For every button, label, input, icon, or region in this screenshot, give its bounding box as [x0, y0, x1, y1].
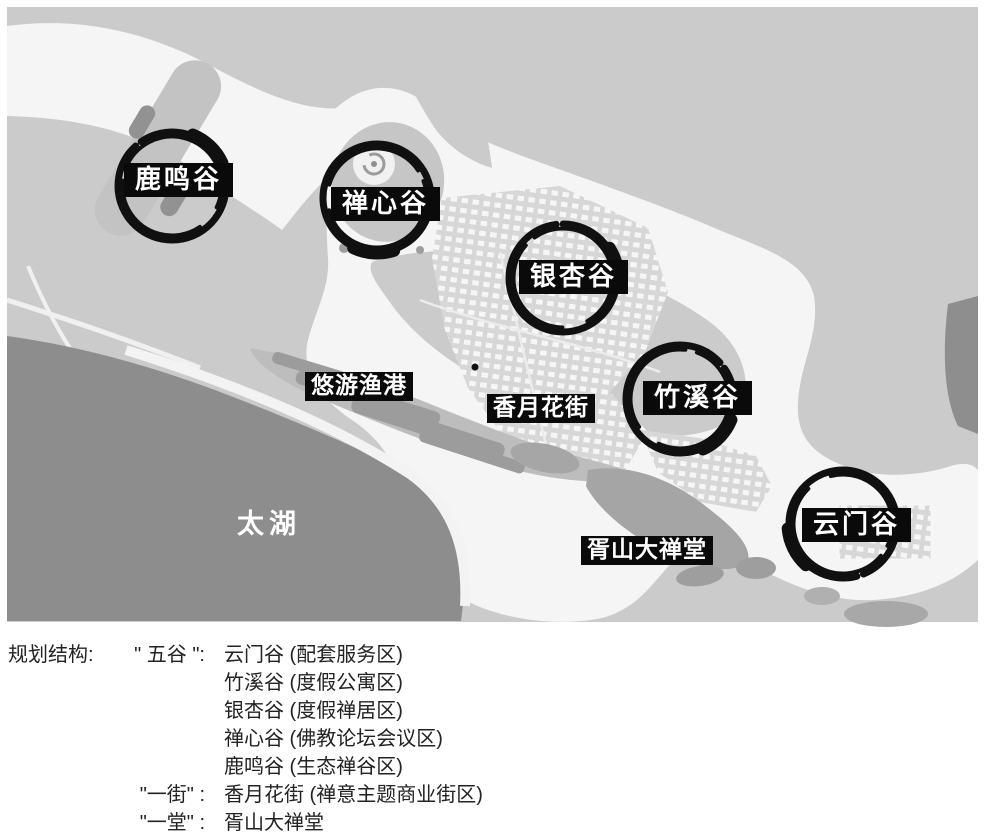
legend-item-yinxing: 银杏谷 (度假禅居区): [224, 700, 403, 722]
legend-item-street: 香月花街 (禅意主题商业街区): [224, 784, 483, 806]
legend-row: "一堂" : 胥山大禅堂: [8, 809, 968, 837]
spacer: [105, 725, 205, 753]
legend-row: 规划结构: " 五谷 ": 云门谷 (配套服务区): [8, 641, 968, 669]
legend-row: 禅心谷 (佛教论坛会议区): [8, 725, 968, 753]
legend-item-luming: 鹿鸣谷 (生态禅谷区): [224, 756, 403, 778]
legend: 规划结构: " 五谷 ": 云门谷 (配套服务区) 竹溪谷 (度假公寓区) 银杏…: [8, 641, 968, 837]
spacer: [8, 725, 105, 753]
poi-label-hall: 胥山大禅堂: [581, 536, 713, 565]
legend-item-chanxin: 禅心谷 (佛教论坛会议区): [224, 728, 443, 750]
valley-label-yinxing: 银杏谷: [519, 260, 629, 294]
valley-label-chanxin: 禅心谷: [331, 187, 441, 221]
spacer: [105, 669, 205, 697]
spacer: [105, 697, 205, 725]
spacer: [8, 697, 105, 725]
valley-label-zhuxi: 竹溪谷: [643, 381, 753, 415]
legend-row: "一街" : 香月花街 (禅意主题商业街区): [8, 781, 968, 809]
legend-row: 鹿鸣谷 (生态禅谷区): [8, 753, 968, 781]
legend-row: 银杏谷 (度假禅居区): [8, 697, 968, 725]
legend-item-yunmen: 云门谷 (配套服务区): [224, 644, 403, 666]
legend-key-street: "一街" :: [139, 784, 205, 806]
spacer: [8, 753, 105, 781]
lake-name-label: 太湖: [237, 509, 301, 539]
valley-label-luming: 鹿鸣谷: [124, 163, 234, 197]
legend-item-hall: 胥山大禅堂: [224, 812, 324, 834]
south-inlet: [844, 601, 928, 627]
legend-item-zhuxi: 竹溪谷 (度假公寓区): [224, 672, 403, 694]
poi-label-harbor: 悠游渔港: [305, 372, 413, 401]
spacer: [105, 753, 205, 781]
legend-row: 竹溪谷 (度假公寓区): [8, 669, 968, 697]
poi-label-street: 香月花街: [487, 394, 595, 423]
planning-map: 鹿鸣谷 禅心谷 银杏谷 竹溪谷 云门谷 悠游渔港 香月花街 胥山大禅堂 太湖: [6, 7, 978, 627]
map-marker-dot: [471, 363, 479, 371]
east-shore-blob: [944, 296, 978, 434]
cove-notch: [400, 58, 492, 168]
valley-label-yunmen: 云门谷: [802, 508, 912, 542]
south-inlet-small: [804, 587, 840, 605]
legend-prefix: 规划结构:: [8, 644, 94, 666]
spacer: [8, 781, 105, 809]
lake-taihu: [7, 336, 464, 621]
legend-key-five-valleys: " 五谷 ":: [134, 644, 205, 666]
spacer: [8, 669, 105, 697]
lake-shoreline: [124, 345, 471, 607]
spacer: [8, 809, 105, 837]
legend-key-hall: "一堂" :: [139, 812, 205, 834]
